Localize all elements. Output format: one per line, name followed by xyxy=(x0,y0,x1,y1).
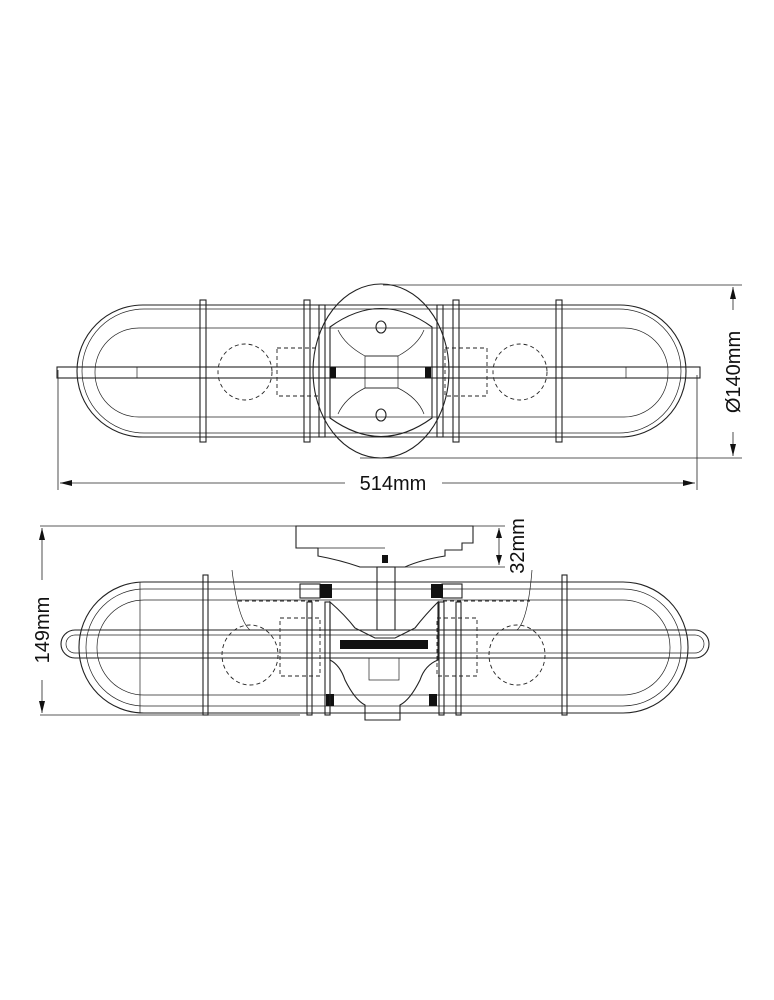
clip-right xyxy=(441,583,463,599)
canopy-label: 32mm xyxy=(507,518,529,574)
lampholder-right xyxy=(444,347,488,397)
width-dimension: 514mm xyxy=(57,370,698,495)
side-view xyxy=(60,525,710,721)
cage-ring-inner xyxy=(94,327,669,418)
top-view xyxy=(56,283,701,459)
canopy-dimension: 32mm xyxy=(395,518,529,574)
diameter-label: Ø140mm xyxy=(723,331,745,413)
center-rod xyxy=(56,366,701,379)
height-label: 149mm xyxy=(32,597,54,664)
bulb-right xyxy=(492,343,548,401)
bulb-left xyxy=(217,343,273,401)
diameter-dimension: Ø140mm xyxy=(360,284,745,459)
side-mount-body xyxy=(329,600,439,721)
screw-hole-bottom xyxy=(375,408,387,422)
height-dimension: 149mm xyxy=(32,525,300,716)
screw-hole-top xyxy=(375,320,387,334)
side-cage-outer xyxy=(78,581,689,714)
cage-ring-2 xyxy=(81,308,682,434)
clip-left xyxy=(299,583,321,599)
width-label: 514mm xyxy=(360,473,427,495)
cage-bars xyxy=(199,299,563,443)
mount-body xyxy=(329,308,433,437)
stem xyxy=(376,566,396,631)
